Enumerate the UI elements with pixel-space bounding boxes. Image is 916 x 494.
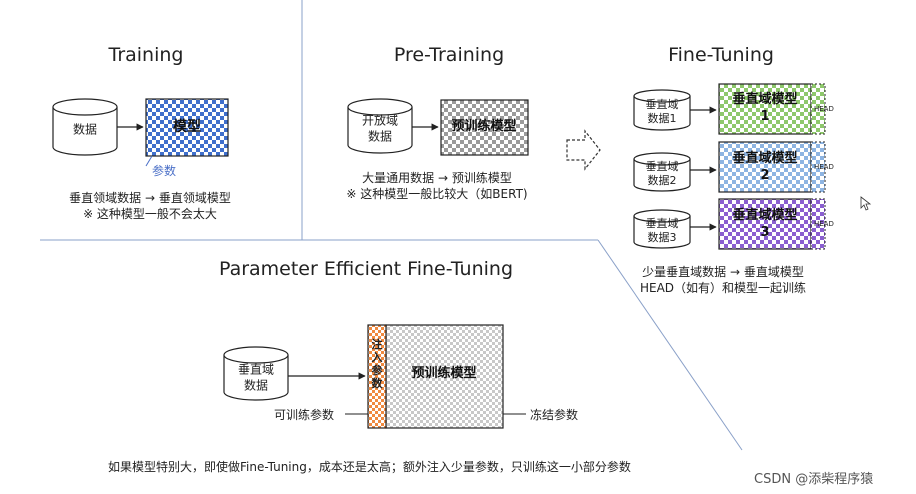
pretraining-cylinder-label-2: 数据	[367, 129, 393, 144]
pretraining-caption-1: 大量通用数据 → 预训练模型	[362, 171, 512, 185]
transition-arrow	[566, 129, 601, 171]
peft-trainable-label: 可训练参数	[274, 408, 335, 422]
ft-cylinder-label-3b: 数据3	[647, 231, 677, 244]
peft-cylinder	[223, 346, 289, 401]
ft-model-label-3a: 垂直域模型	[732, 208, 798, 223]
ft-model-label-2a: 垂直域模型	[732, 151, 798, 166]
training-model-box	[145, 98, 229, 157]
training-param-pointer	[145, 155, 153, 167]
ft-model-label-1b: 1	[760, 109, 770, 124]
finetuning-caption-1: 少量垂直域数据 → 垂直域模型	[642, 265, 804, 279]
ft-cylinder-label-2b: 数据2	[647, 174, 677, 187]
ft-head-label-3: HEAD	[814, 220, 834, 228]
ft-model-box-2	[718, 141, 812, 193]
pretraining-model-box	[440, 99, 529, 156]
ft-head-box-1	[810, 83, 826, 135]
ft-cylinder-label-3a: 垂直域	[645, 217, 679, 230]
peft-title: Parameter Efficient Fine-Tuning	[218, 258, 514, 280]
peft-cylinder-label-2: 数据	[243, 378, 269, 393]
finetuning-title: Fine-Tuning	[668, 44, 774, 66]
ft-head-box-3	[810, 198, 826, 250]
ft-model-box-3	[718, 198, 812, 250]
ft-cylinder-label-1b: 数据1	[647, 112, 677, 125]
training-cylinder-label: 数据	[72, 122, 98, 137]
ft-cylinder-1	[633, 89, 691, 131]
ft-cylinder-3	[633, 209, 691, 249]
mouse-cursor-icon	[860, 196, 872, 211]
training-caption-2: ※ 这种模型一般不会太大	[83, 207, 217, 221]
training-title: Training	[108, 44, 184, 66]
peft-model-box	[385, 324, 504, 429]
training-caption-1: 垂直领域数据 → 垂直领域模型	[69, 191, 231, 205]
ft-head-label-1: HEAD	[814, 105, 834, 113]
divider-diagonal	[597, 239, 743, 451]
pretraining-cylinder-label-1: 开放域	[361, 113, 399, 128]
peft-cylinder-label-1: 垂直域	[237, 362, 275, 377]
training-cylinder	[52, 98, 118, 156]
pretraining-title: Pre-Training	[393, 44, 505, 66]
training-param-label: 参数	[152, 164, 177, 178]
peft-inject-box	[367, 324, 387, 429]
peft-caption: 如果模型特别大，即使做Fine-Tuning，成本还是太高；额外注入少量参数，只…	[108, 460, 631, 474]
peft-inject-label: 注入参数	[371, 338, 383, 390]
ft-model-box-1	[718, 83, 812, 135]
ft-cylinder-2	[633, 152, 691, 192]
ft-cylinder-label-2a: 垂直域	[645, 160, 679, 173]
ft-model-label-2b: 2	[760, 168, 770, 183]
pretraining-model-label: 预训练模型	[451, 119, 517, 134]
ft-cylinder-label-1a: 垂直域	[645, 98, 679, 111]
peft-model-label: 预训练模型	[411, 366, 477, 381]
ft-model-label-3b: 3	[760, 225, 770, 240]
pretraining-caption-2: ※ 这种模型一般比较大（如BERT)	[346, 187, 528, 201]
ft-head-box-2	[810, 141, 826, 193]
peft-frozen-label: 冻结参数	[530, 408, 579, 422]
training-model-label: 模型	[173, 119, 201, 135]
ft-model-label-1a: 垂直域模型	[732, 92, 798, 107]
finetuning-caption-2: HEAD（如有）和模型一起训练	[639, 281, 807, 295]
ft-head-label-2: HEAD	[814, 163, 834, 171]
watermark: CSDN @添柴程序猿	[754, 472, 874, 487]
pretraining-cylinder	[347, 98, 413, 154]
